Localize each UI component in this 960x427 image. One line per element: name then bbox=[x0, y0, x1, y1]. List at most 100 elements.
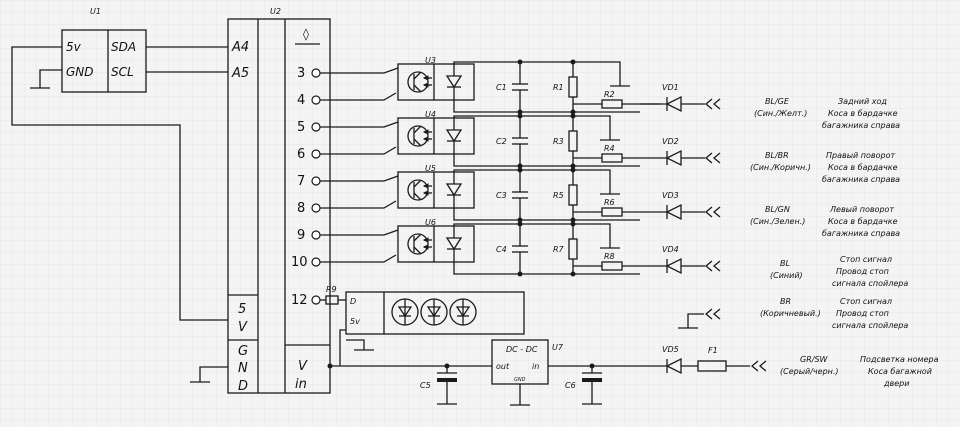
u1-module: U1 5v GND SDA SCL bbox=[61, 7, 147, 93]
u2-module: U2 ◊ A4 A5 5 V G N D 3 4 5 6 7 8 9 10 12… bbox=[227, 7, 331, 394]
res-r6-ref: R6 bbox=[604, 198, 615, 207]
led-block-5v-label: 5v bbox=[350, 317, 360, 326]
res-r7-ref: R7 bbox=[553, 245, 565, 254]
res-r4: R4 bbox=[573, 144, 667, 163]
input-label-5: BR (Коричневый.) Стоп сигнал Провод стоп… bbox=[760, 297, 908, 330]
u2-pin-5: 5 bbox=[238, 302, 246, 317]
diode-vd5-ref: VD5 bbox=[662, 345, 679, 354]
u2-pin-6: 6 bbox=[297, 147, 305, 162]
input-6-desc-2: Коса багажной bbox=[868, 367, 932, 376]
u2-pin-d: D bbox=[238, 379, 248, 394]
diode-vd2-ref: VD2 bbox=[662, 137, 679, 146]
dcdc-out: out bbox=[496, 362, 510, 371]
diode-vd1: VD1 bbox=[662, 83, 705, 112]
cap-c4: C4 bbox=[496, 224, 529, 274]
u2-ref: U2 bbox=[270, 7, 281, 16]
input-1-code: BL/GE bbox=[765, 97, 790, 106]
diode-vd3: VD3 bbox=[662, 191, 705, 220]
input-2-desc-3: багажника справа bbox=[822, 175, 900, 184]
u1-pin-gnd: GND bbox=[66, 65, 94, 79]
led-block: D 5v bbox=[345, 291, 525, 335]
input-5-desc-3: сигнала спойлера bbox=[832, 321, 908, 330]
dcdc-ref: U7 bbox=[552, 343, 564, 352]
input-2-color: (Син./Коричн.) bbox=[750, 163, 811, 172]
u1-ref: U1 bbox=[90, 7, 101, 16]
input-6-color: (Серый/черн.) bbox=[780, 367, 839, 376]
diode-vd3-ref: VD3 bbox=[662, 191, 679, 200]
diode-vd5: VD5 bbox=[662, 345, 682, 374]
dcdc-title: DC - DC bbox=[506, 345, 538, 354]
u2-pin-vin-in: in bbox=[295, 377, 307, 392]
input-6-desc-1: Подсветка номера bbox=[860, 355, 939, 364]
u2-pin-v: V bbox=[238, 320, 248, 335]
input-3-desc-3: багажника справа bbox=[822, 229, 900, 238]
opto-u5: U5 bbox=[397, 164, 475, 209]
u2-pin-9: 9 bbox=[297, 228, 305, 243]
cap-c5-ref: C5 bbox=[420, 381, 431, 390]
opto-u6: U6 bbox=[397, 218, 475, 263]
opto-u5-ref: U5 bbox=[425, 164, 436, 173]
diode-vd4-ref: VD4 bbox=[662, 245, 679, 254]
cap-c6-ref: C6 bbox=[565, 381, 576, 390]
input-1-color: (Син./Желт.) bbox=[754, 109, 807, 118]
input-2-desc-2: Коса в бардачке bbox=[828, 163, 898, 172]
diode-vd1-ref: VD1 bbox=[662, 83, 679, 92]
u1-pin-scl: SCL bbox=[111, 65, 134, 79]
input-label-3: BL/GN (Син./Зелен.) Левый поворот Коса в… bbox=[750, 205, 900, 238]
input-2-code: BL/BR bbox=[765, 151, 789, 160]
input-label-4: BL (Синий) Стоп сигнал Провод стоп сигна… bbox=[770, 255, 908, 288]
input-1-desc-3: багажника справа bbox=[822, 121, 900, 130]
cap-c6: C6 bbox=[565, 366, 602, 405]
u2-pin-10: 10 bbox=[291, 255, 308, 270]
cap-c2: C2 bbox=[496, 116, 529, 166]
u2-pin-a5: A5 bbox=[231, 66, 249, 81]
input-3-desc-2: Коса в бардачке bbox=[828, 217, 898, 226]
u2-pin-8: 8 bbox=[297, 201, 305, 216]
input-label-6: GR/SW (Серый/черн.) Подсветка номера Кос… bbox=[780, 355, 939, 388]
input-5-desc-2: Провод стоп bbox=[836, 309, 889, 318]
res-r2: R2 bbox=[573, 90, 667, 109]
cap-c1-ref: C1 bbox=[496, 83, 507, 92]
input-6-code: GR/SW bbox=[800, 355, 829, 364]
u2-pin-7: 7 bbox=[297, 174, 305, 189]
u2-pin-3: 3 bbox=[297, 66, 305, 81]
u2-pin-5r: 5 bbox=[297, 120, 305, 135]
opto-u3: U3 bbox=[397, 56, 475, 101]
u2-pin-n: N bbox=[238, 361, 248, 376]
input-label-1: BL/GE (Син./Желт.) Задний ход Коса в бар… bbox=[754, 97, 900, 130]
diode-vd2: VD2 bbox=[662, 137, 705, 166]
u2-pin-a4: A4 bbox=[231, 40, 249, 55]
u2-pin-12: 12 bbox=[291, 293, 308, 308]
dcdc-gnd: GND bbox=[514, 377, 526, 383]
diode-vd4: VD4 bbox=[662, 245, 705, 274]
input-5-code: BR bbox=[780, 297, 791, 306]
u2-pin-4: 4 bbox=[297, 93, 305, 108]
input-4-desc-2: Провод стоп bbox=[836, 267, 889, 276]
input-1-desc-2: Коса в бардачке bbox=[828, 109, 898, 118]
opto-u4: U4 bbox=[397, 110, 475, 155]
input-label-2: BL/BR (Син./Коричн.) Правый поворот Коса… bbox=[750, 151, 900, 184]
res-r1-ref: R1 bbox=[553, 83, 564, 92]
opto-u4-ref: U4 bbox=[425, 110, 436, 119]
fuse-f1-ref: F1 bbox=[708, 346, 718, 355]
res-r2-ref: R2 bbox=[604, 90, 615, 99]
u2-pin-g: G bbox=[238, 344, 248, 359]
u2-pin-vin-v: V bbox=[298, 359, 308, 374]
cap-c4-ref: C4 bbox=[496, 245, 507, 254]
cap-c3-ref: C3 bbox=[496, 191, 507, 200]
res-r9-ref: R9 bbox=[326, 285, 337, 294]
dcdc-in: in bbox=[532, 362, 539, 371]
input-3-desc-1: Левый поворот bbox=[829, 205, 894, 214]
cap-c3: C3 bbox=[496, 170, 529, 220]
res-r8-ref: R8 bbox=[604, 252, 615, 261]
res-r6: R6 bbox=[573, 198, 667, 217]
led-block-d-label: D bbox=[350, 297, 356, 306]
input-6-desc-3: двери bbox=[883, 379, 909, 388]
res-r5-ref: R5 bbox=[553, 191, 564, 200]
opto-u6-ref: U6 bbox=[425, 218, 436, 227]
input-4-desc-1: Стоп сигнал bbox=[840, 255, 892, 264]
input-4-code: BL bbox=[780, 259, 790, 268]
cap-c1: C1 bbox=[496, 62, 529, 112]
